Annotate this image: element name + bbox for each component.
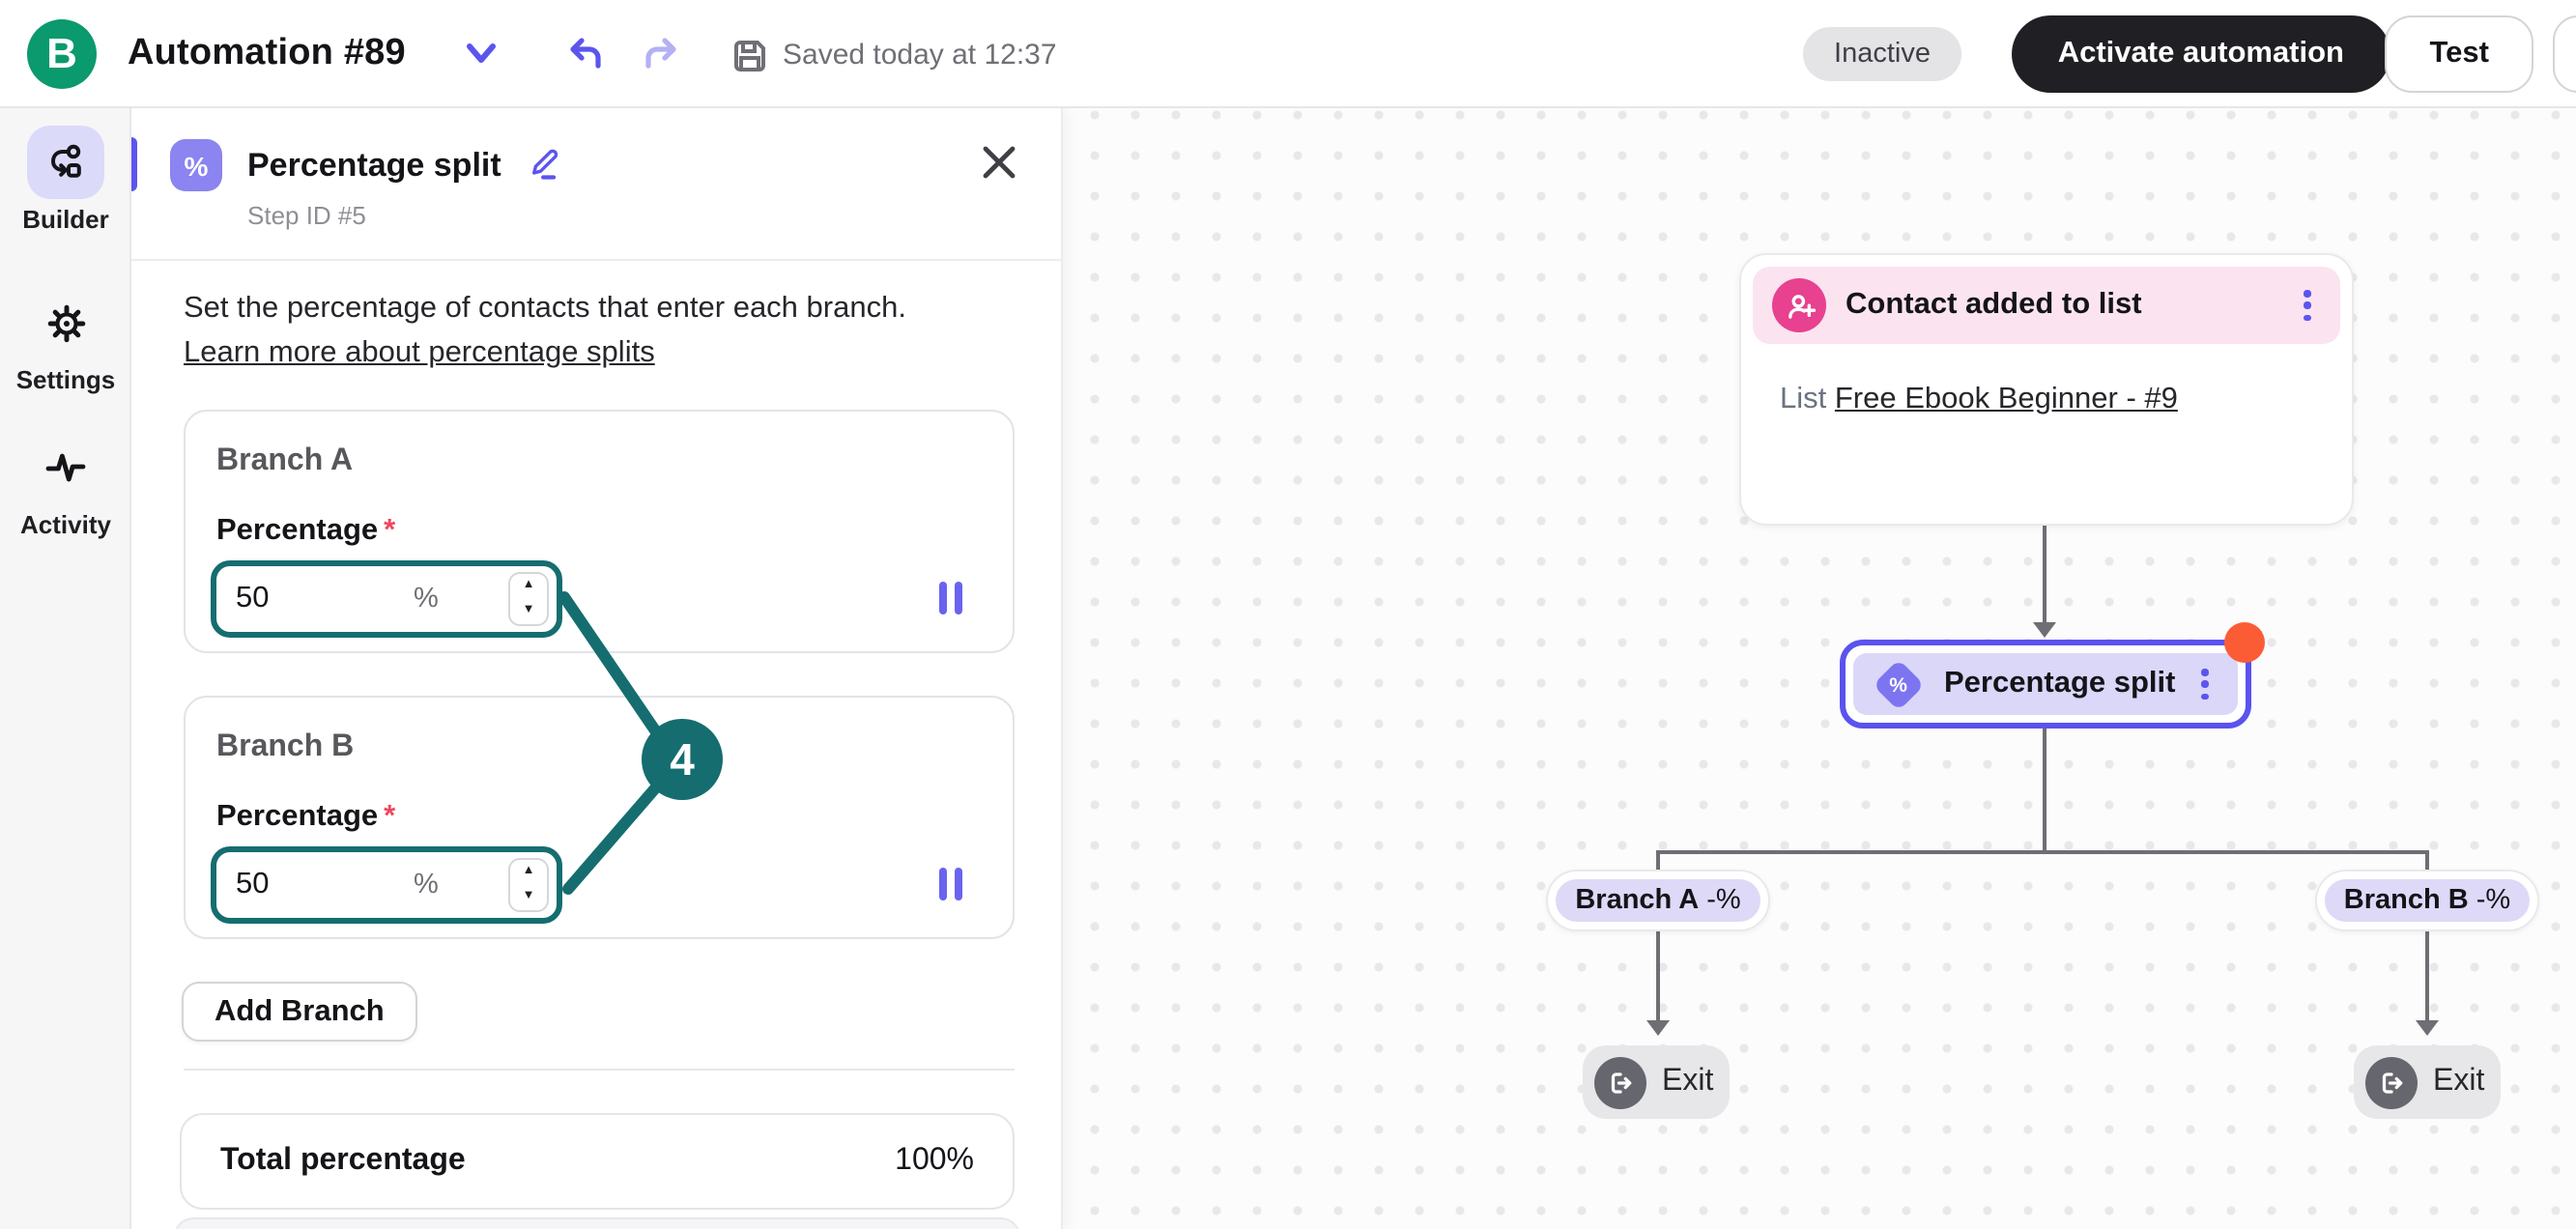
connector-arrowhead xyxy=(2033,622,2056,638)
undo-icon[interactable] xyxy=(566,35,605,73)
connector-arrowhead xyxy=(1646,1020,1670,1036)
total-percentage-label: Total percentage xyxy=(220,1144,466,1177)
branch-b-card: Branch B Percentage* % ▲ ▼ xyxy=(184,696,1015,939)
stepper-down-button[interactable]: ▼ xyxy=(522,603,535,617)
percentage-split-node[interactable]: % Percentage split xyxy=(1840,640,2251,729)
percentage-field-label: Percentage* xyxy=(216,800,396,833)
sidebar-item-activity[interactable]: Activity xyxy=(0,431,131,539)
total-percentage-card: Total percentage 100% xyxy=(180,1113,1015,1210)
save-icon xyxy=(734,41,765,71)
overflow-button-partial[interactable] xyxy=(2553,15,2576,93)
percentage-split-icon: % xyxy=(170,139,222,191)
connector-line xyxy=(2425,850,2429,1024)
builder-flow-icon xyxy=(27,126,104,199)
drag-handle-icon[interactable] xyxy=(939,582,962,614)
chevron-down-icon[interactable] xyxy=(466,41,497,68)
connector-line xyxy=(1658,850,2427,854)
branch-a-percentage-input[interactable] xyxy=(236,582,414,616)
number-stepper: ▲ ▼ xyxy=(508,858,549,912)
exit-node[interactable]: Exit xyxy=(2354,1045,2501,1119)
percent-unit: % xyxy=(414,584,439,614)
panel-description: Set the percentage of contacts that ente… xyxy=(184,292,906,369)
connector-line xyxy=(2043,729,2046,850)
trigger-node-contact-added[interactable]: Contact added to list List Free Ebook Be… xyxy=(1739,253,2354,526)
brevo-logo[interactable]: B xyxy=(27,19,97,89)
pulse-icon xyxy=(27,431,104,504)
panel-divider xyxy=(131,259,1063,261)
list-link[interactable]: Free Ebook Beginner - #9 xyxy=(1834,383,2178,415)
connector-line xyxy=(2043,526,2046,626)
exit-icon xyxy=(2365,1056,2418,1108)
percent-unit: % xyxy=(414,870,439,900)
trigger-node-header: Contact added to list xyxy=(1753,267,2340,344)
close-icon[interactable] xyxy=(980,143,1018,182)
panel-divider xyxy=(184,1069,1015,1071)
activate-automation-button[interactable]: Activate automation xyxy=(2011,15,2390,93)
exit-node[interactable]: Exit xyxy=(1583,1045,1730,1119)
percentage-field-label: Percentage* xyxy=(216,514,396,547)
status-badge: Inactive xyxy=(1803,27,1961,81)
next-card-edge xyxy=(174,1217,1020,1229)
contact-add-icon xyxy=(1772,278,1826,332)
gear-icon xyxy=(27,286,104,359)
required-asterisk: * xyxy=(384,514,396,547)
kebab-menu-icon[interactable] xyxy=(2294,288,2321,323)
sidebar-item-settings[interactable]: Settings xyxy=(0,286,131,394)
total-percentage-value: 100% xyxy=(895,1144,974,1177)
save-status: Saved today at 12:37 xyxy=(783,39,1057,71)
trigger-node-title: Contact added to list xyxy=(1846,288,2142,321)
branch-a-label[interactable]: Branch A -% xyxy=(1546,870,1770,931)
sidebar-item-builder[interactable]: Builder xyxy=(0,126,131,234)
test-button[interactable]: Test xyxy=(2385,15,2533,93)
drag-handle-icon[interactable] xyxy=(939,868,962,900)
left-sidebar: Builder Settings xyxy=(0,108,131,1229)
stepper-down-button[interactable]: ▼ xyxy=(522,889,535,903)
tour-step-overlay: 4 xyxy=(558,591,723,895)
panel-title: Percentage split xyxy=(247,147,501,184)
workflow-canvas[interactable]: Contact added to list List Free Ebook Be… xyxy=(1063,108,2576,1229)
percentage-input-highlighted: % ▲ ▼ xyxy=(211,846,562,924)
automation-title: Automation #89 xyxy=(128,33,406,73)
step-detail-panel: % Percentage split Step ID #5 Set the pe… xyxy=(126,108,1063,1229)
notification-dot xyxy=(2224,622,2265,663)
branch-a-card: Branch A Percentage* % ▲ ▼ xyxy=(184,410,1015,653)
kebab-menu-icon[interactable] xyxy=(2191,667,2218,701)
percentage-input-highlighted: % ▲ ▼ xyxy=(211,560,562,638)
percentage-split-icon: % xyxy=(1873,658,1925,710)
branch-b-label[interactable]: Branch B -% xyxy=(2315,870,2539,931)
redo-icon[interactable] xyxy=(642,35,680,73)
step-id: Step ID #5 xyxy=(247,201,366,230)
add-branch-button[interactable]: Add Branch xyxy=(182,982,417,1042)
learn-more-link[interactable]: Learn more about percentage splits xyxy=(184,336,655,369)
stepper-up-button[interactable]: ▲ xyxy=(522,864,535,878)
branch-b-percentage-input[interactable] xyxy=(236,868,414,902)
split-node-title: Percentage split xyxy=(1944,667,2176,700)
top-bar: B Automation #89 Saved today at 12:37 In… xyxy=(0,0,2576,108)
connector-arrowhead xyxy=(2416,1020,2439,1036)
connector-line xyxy=(1656,850,1660,1024)
required-asterisk: * xyxy=(384,800,396,833)
exit-icon xyxy=(1594,1056,1646,1108)
number-stepper: ▲ ▼ xyxy=(508,572,549,626)
trigger-node-body: List Free Ebook Beginner - #9 xyxy=(1780,383,2178,415)
stepper-up-button[interactable]: ▲ xyxy=(522,578,535,592)
split-node-header: % Percentage split xyxy=(1853,653,2238,715)
edit-pencil-icon[interactable] xyxy=(528,147,562,182)
